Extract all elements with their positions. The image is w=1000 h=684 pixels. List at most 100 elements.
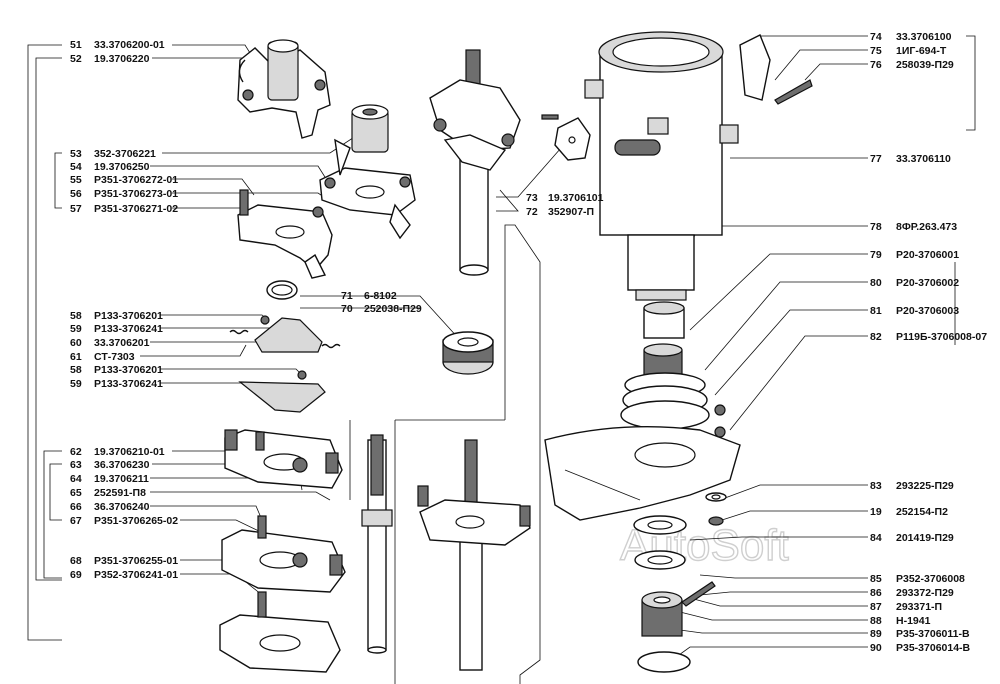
callout-number: 54 <box>70 161 82 173</box>
part-code: СТ-7303 <box>94 351 135 363</box>
callout-number: 70 <box>341 303 353 315</box>
part-code: 19.3706250 <box>94 161 150 173</box>
cam-bushing-53 <box>351 104 389 153</box>
plate-69 <box>219 591 341 673</box>
part-code: 352-3706221 <box>94 148 156 160</box>
callout-number: 76 <box>870 59 882 71</box>
part-code: 352907-П <box>548 206 594 218</box>
plate-73 <box>554 117 591 161</box>
part-code: 33.3706100 <box>896 31 952 43</box>
part-code: Р351-3706273-01 <box>94 188 178 200</box>
part-code: Р351-3706272-01 <box>94 174 178 186</box>
callout-number: 53 <box>70 148 82 160</box>
part-code: Р351-3706271-02 <box>94 203 178 215</box>
part-code: 258039-П29 <box>896 59 954 71</box>
part-code: Р352-3706008 <box>896 573 965 585</box>
breaker-plate-57 <box>237 189 333 279</box>
centrifugal-weight-59 <box>238 370 326 413</box>
part-code: Р351-3706265-02 <box>94 515 178 527</box>
callout-number: 88 <box>870 615 882 627</box>
callout-number: 63 <box>70 459 82 471</box>
felt-ring-70 <box>266 280 298 300</box>
callout-number: 87 <box>870 601 882 613</box>
center-bracket-lines <box>349 224 541 684</box>
callout-number: 80 <box>870 277 882 289</box>
part-code: 293225-П29 <box>896 480 954 492</box>
washers-84-85 <box>633 515 687 570</box>
part-code: 36.3706230 <box>94 459 150 471</box>
part-code: Р35-3706014-В <box>896 642 971 654</box>
callout-number: 73 <box>526 192 538 204</box>
center-leader-lines <box>300 139 569 341</box>
screw-72 <box>541 114 559 120</box>
callout-number: 55 <box>70 174 82 186</box>
left-labels: 51 33.3706200-01 52 19.3706220 53 352-37… <box>70 39 178 581</box>
callout-number: 58 <box>70 364 82 376</box>
part-code: Р20-3706003 <box>896 305 959 317</box>
callout-number: 57 <box>70 203 82 215</box>
callout-number: 84 <box>870 532 882 544</box>
callout-number: 59 <box>70 378 82 390</box>
callout-number: 66 <box>70 501 82 513</box>
callout-number: 62 <box>70 446 82 458</box>
right-bracket-lines <box>954 35 976 345</box>
callout-number: 85 <box>870 573 882 585</box>
callout-number: 19 <box>870 506 882 518</box>
callout-number: 86 <box>870 587 882 599</box>
thrust-bearing-71 <box>442 331 494 375</box>
part-code: 19.3706210-01 <box>94 446 165 458</box>
part-code: Р352-3706241-01 <box>94 569 178 581</box>
part-code: 6-8102 <box>364 290 397 302</box>
callout-number: 68 <box>70 555 82 567</box>
callout-number: 60 <box>70 337 82 349</box>
shaft-plate-assembly-center <box>417 439 531 671</box>
part-code: Р133-3706241 <box>94 323 163 335</box>
shaft-top-assembly <box>429 49 521 276</box>
part-code: 252591-П8 <box>94 487 146 499</box>
right-labels: 74 33.3706100 75 1ИГ-694-Т 76 258039-П29… <box>870 31 987 654</box>
part-code: Р119Б-3706008-07 <box>896 331 987 343</box>
callout-number: 69 <box>70 569 82 581</box>
callout-number: 71 <box>341 290 353 302</box>
washer-83 <box>705 492 727 502</box>
seal-ring-90 <box>637 651 691 673</box>
part-code: Р351-3706255-01 <box>94 555 178 567</box>
callout-number: 51 <box>70 39 82 51</box>
part-code: 8ФР.263.473 <box>896 221 957 233</box>
center-labels: 71 6-8102 70 252038-П29 73 19.3706101 72… <box>341 192 604 315</box>
part-code: 293372-П29 <box>896 587 954 599</box>
part-code: Р20-3706001 <box>896 249 959 261</box>
breaker-assembly-upper <box>237 39 331 139</box>
callout-number: 52 <box>70 53 82 65</box>
callout-number: 79 <box>870 249 882 261</box>
part-code: Р133-3706241 <box>94 378 163 390</box>
distributor-housing-74 <box>584 31 813 301</box>
part-code: 33.3706110 <box>896 153 951 165</box>
part-code: 19.3706211 <box>94 473 149 485</box>
callout-number: 72 <box>526 206 538 218</box>
part-code: 19.3706101 <box>548 192 604 204</box>
part-code: 1ИГ-694-Т <box>896 45 947 57</box>
part-code: 252038-П29 <box>364 303 422 315</box>
callout-number: 74 <box>870 31 882 43</box>
part-code: Р20-3706002 <box>896 277 959 289</box>
callout-number: 56 <box>70 188 82 200</box>
callout-number: 78 <box>870 221 882 233</box>
callout-number: 58 <box>70 310 82 322</box>
part-code: 201419-П29 <box>896 532 954 544</box>
part-code: 252154-П2 <box>896 506 948 518</box>
callout-number: 89 <box>870 628 882 640</box>
part-code: 36.3706240 <box>94 501 150 513</box>
centrifugal-weight-60 <box>229 315 341 353</box>
pin-87 <box>681 581 716 607</box>
plate-assembly-66 <box>221 515 346 593</box>
part-code: Н-1941 <box>896 615 931 627</box>
callout-number: 67 <box>70 515 82 527</box>
part-code: Р133-3706201 <box>94 310 163 322</box>
nut-19 <box>708 516 724 526</box>
callout-number: 65 <box>70 487 82 499</box>
vacuum-plate-82 <box>544 372 741 521</box>
callout-number: 75 <box>870 45 882 57</box>
